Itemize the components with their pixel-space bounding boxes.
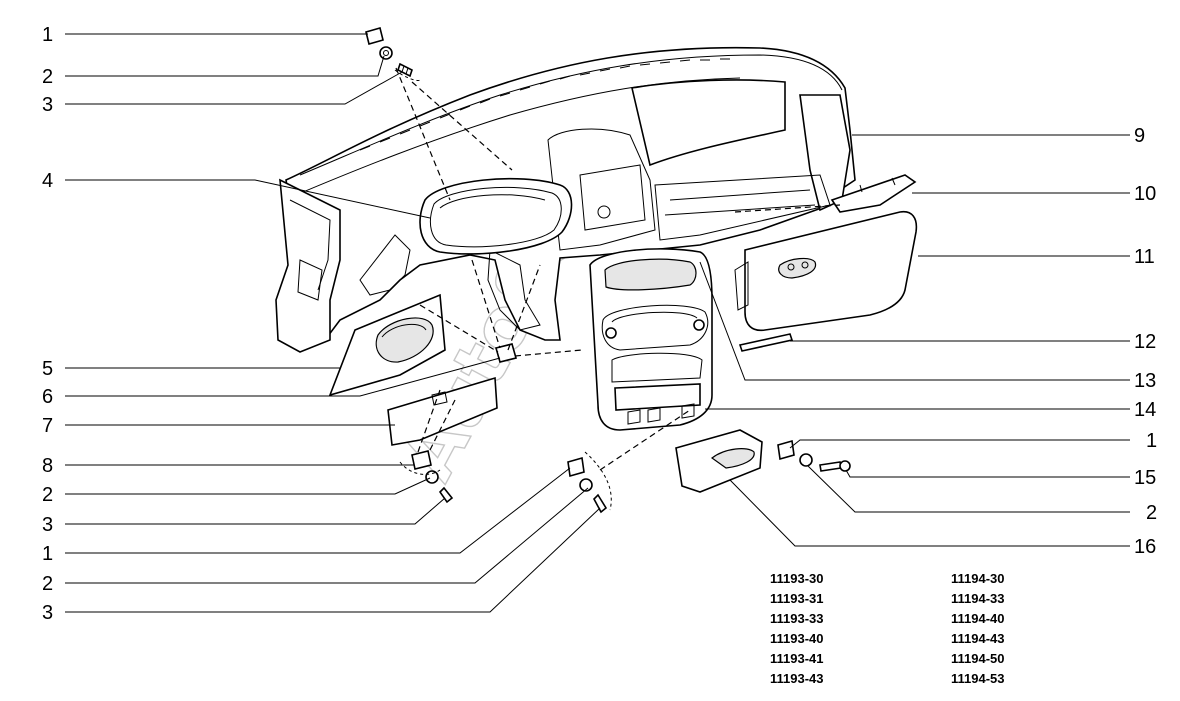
callout-2-right: 2 <box>1146 502 1157 524</box>
model-code: 11193-40 <box>770 631 824 646</box>
callout-5: 5 <box>42 358 53 380</box>
callout-3-mid: 3 <box>42 514 53 536</box>
callout-7: 7 <box>42 415 53 437</box>
left-lower-trim <box>328 293 446 397</box>
model-code: 11194-43 <box>951 631 1005 646</box>
model-codes-col1: 11193-30 11193-31 11193-33 11193-40 1119… <box>770 571 824 686</box>
callouts-left: 1 2 3 4 5 6 7 8 2 3 1 2 3 <box>42 24 53 624</box>
callout-12: 12 <box>1134 331 1156 353</box>
callout-1-top: 1 <box>42 24 53 46</box>
model-code: 11193-33 <box>770 611 824 626</box>
model-code: 11193-30 <box>770 571 824 586</box>
bracket-10 <box>830 174 917 213</box>
model-codes-col2: 11194-30 11194-33 11194-40 11194-43 1119… <box>951 571 1005 686</box>
callout-6: 6 <box>42 386 53 408</box>
glove-box-lid <box>734 210 918 332</box>
model-code: 11194-50 <box>951 651 1005 666</box>
callout-15: 15 <box>1134 467 1156 489</box>
clip-6 <box>495 343 517 363</box>
callout-3-top: 3 <box>42 94 53 116</box>
callout-9: 9 <box>1134 125 1145 147</box>
callout-1-right: 1 <box>1146 430 1157 452</box>
callout-4: 4 <box>42 170 53 192</box>
model-code: 11194-33 <box>951 591 1005 606</box>
model-code: 11193-31 <box>770 591 824 606</box>
model-code: 11194-40 <box>951 611 1005 626</box>
model-code: 11193-43 <box>770 671 824 686</box>
defroster-vents <box>359 58 730 151</box>
callout-14: 14 <box>1134 399 1156 421</box>
model-code: 11193-41 <box>770 651 824 666</box>
tray-16 <box>675 429 763 493</box>
instrument-cluster-bezel <box>419 177 573 255</box>
assembly-lines <box>394 67 841 511</box>
fasteners <box>365 27 851 514</box>
model-code: 11194-53 <box>951 671 1005 686</box>
callout-1-bottom: 1 <box>42 543 53 565</box>
callout-8: 8 <box>42 455 53 477</box>
callout-3-bottom: 3 <box>42 602 53 624</box>
leader-lines <box>65 33 1130 613</box>
callout-2-top: 2 <box>42 66 53 88</box>
callouts-right: 9 10 11 12 13 14 1 15 2 16 <box>1134 125 1157 558</box>
callout-13: 13 <box>1134 370 1156 392</box>
lower-cover-panel <box>387 376 498 446</box>
callout-16: 16 <box>1134 536 1156 558</box>
callout-11: 11 <box>1134 246 1155 268</box>
callout-2-bottom: 2 <box>42 573 53 595</box>
center-console <box>589 248 713 431</box>
callout-10: 10 <box>1134 183 1156 205</box>
hinge-pin <box>738 333 794 352</box>
callout-2-mid: 2 <box>42 484 53 506</box>
model-code: 11194-30 <box>951 571 1005 586</box>
